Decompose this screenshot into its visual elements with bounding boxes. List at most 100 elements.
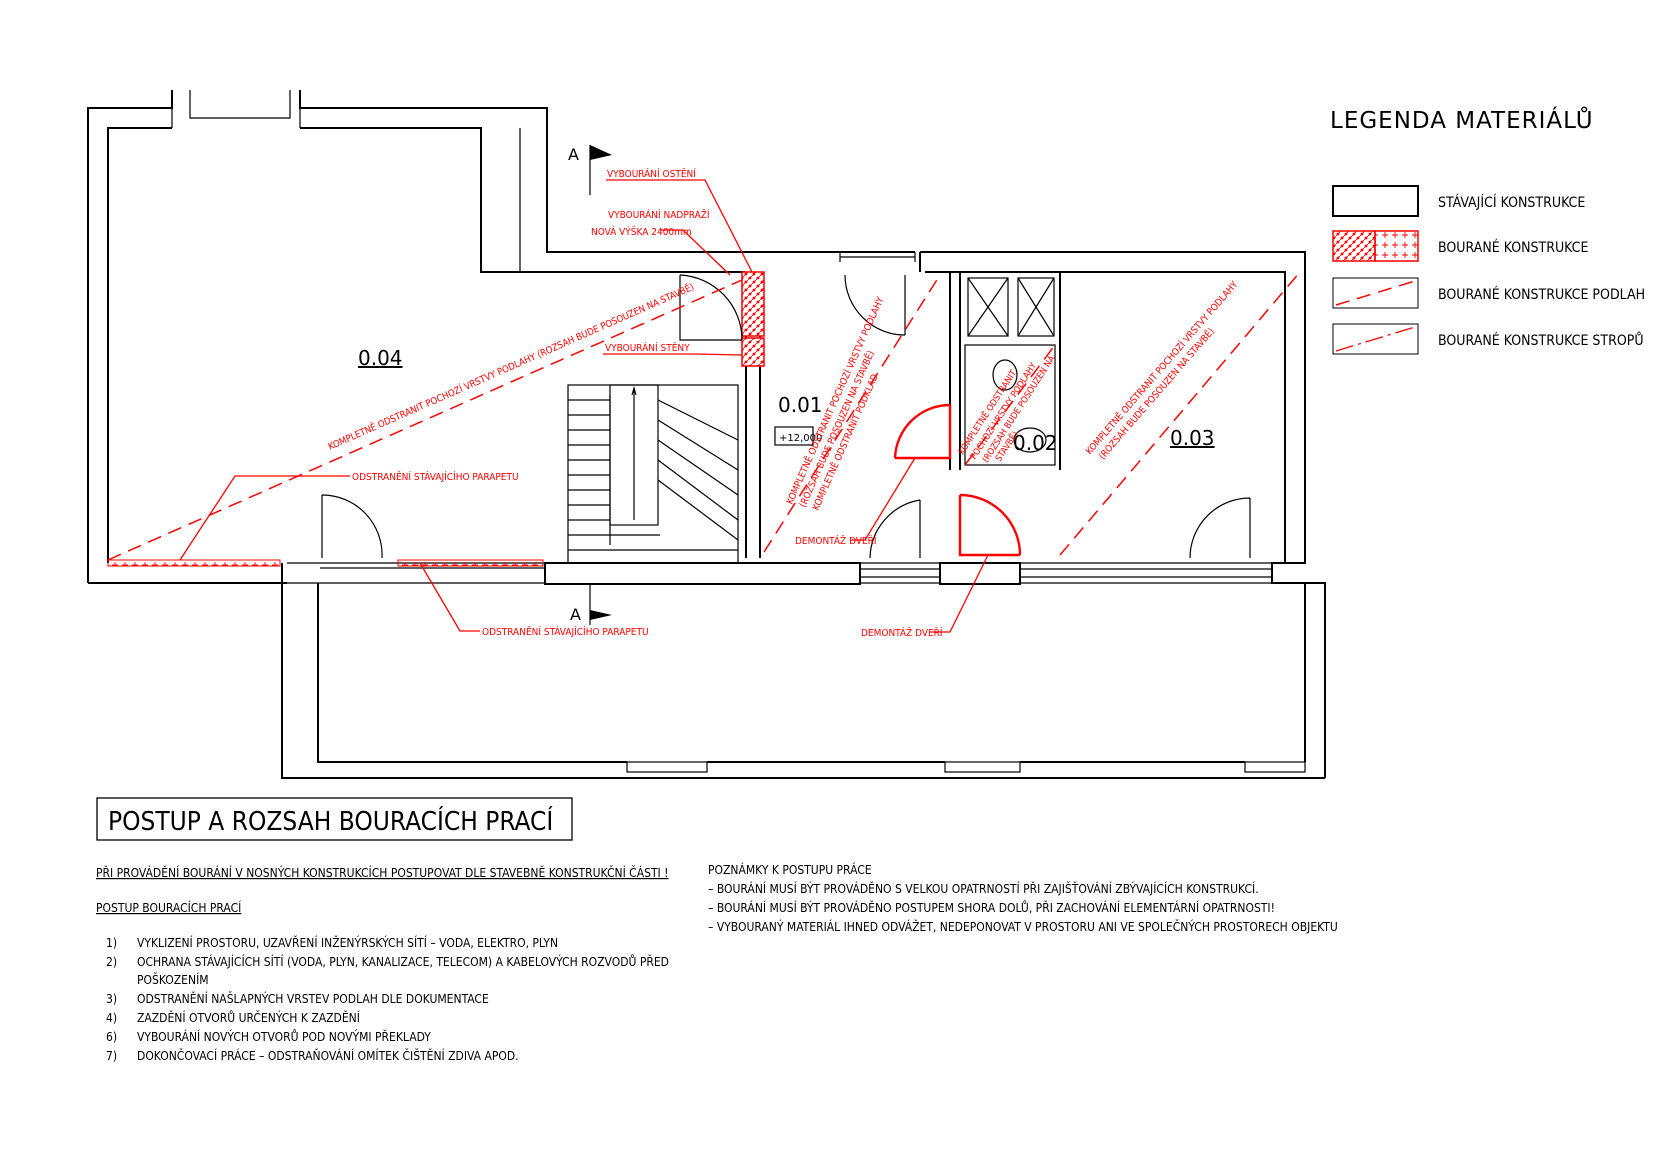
wall-002-left [949, 272, 961, 470]
legend-swatch-demolished-2 [1374, 230, 1419, 262]
note-parapet-bottom: ODSTRANĚNÍ STÁVAJÍCÍHO PARAPETU [482, 625, 649, 638]
legend-floor-line [1335, 280, 1416, 306]
legend-title: LEGENDA MATERIÁLŮ [1330, 105, 1594, 134]
stair-outline [567, 384, 739, 564]
room-003-inner-wall [925, 271, 1286, 563]
step-num: 2) [106, 955, 117, 969]
terrace-window-2 [944, 761, 1021, 773]
step-num: 4) [106, 1011, 117, 1025]
parapet-removed-left [107, 559, 281, 567]
step-text: VYKLIZENÍ PROSTORU, UZAVŘENÍ INŽENÝRSKÝC… [137, 935, 558, 950]
staircase [567, 384, 739, 564]
procedure-subtitle: POSTUP BOURACÍCH PRACÍ [96, 900, 241, 915]
door-swing-001-bottom [869, 499, 921, 559]
leader-osteni [606, 179, 753, 273]
room-label-004: 0.04 [358, 346, 403, 370]
door-swing-left [321, 494, 383, 559]
toilet [992, 359, 1018, 391]
leader-parapet-bottom [419, 562, 480, 632]
note-item: – BOURÁNÍ MUSÍ BÝT PROVÁDĚNO POSTUPEM SH… [708, 900, 1275, 915]
door-swing-004 [679, 274, 743, 341]
demolished-wall-lower [741, 337, 765, 367]
floor-demolition-lines [107, 271, 1301, 561]
cabinet-2-cross [1017, 277, 1055, 337]
section-label-bottom: A [570, 605, 581, 624]
level-label: +12,000 [779, 433, 822, 444]
leader-parapet-top [179, 475, 350, 561]
window-glazing [320, 567, 1272, 578]
note-floor-001-2: (ROZSAH BUDE POSOUZEN NA STAVBĚ) [797, 349, 877, 509]
door-removed-bottom [958, 493, 1022, 557]
sink [1013, 427, 1047, 453]
legend-label-demolished: BOURANÉ KONSTRUKCE [1438, 239, 1588, 256]
floor-line-001 [763, 274, 941, 553]
note-floor-003-1: KOMPLETNĚ ODSTRANIT POCHOZÍ VRSTVY PODLA… [1083, 278, 1241, 457]
leader-nadprazi [660, 229, 731, 276]
step-num: 1) [106, 936, 117, 950]
procedure-title-box [96, 797, 573, 841]
procedure-block: POSTUP A ROZSAH BOURACÍCH PRACÍ PŘI PROV… [96, 797, 1338, 1063]
wall-segment-bottom [544, 562, 861, 585]
legend-label-existing: STÁVAJÍCÍ KONSTRUKCE [1438, 194, 1585, 211]
procedure-steps: 1) VYKLIZENÍ PROSTORU, UZAVŘENÍ INŽENÝRS… [106, 935, 669, 1063]
note-steny: VYBOURÁNÍ STĚNY [605, 341, 690, 354]
note-item: – BOURÁNÍ MUSÍ BÝT PROVÁDĚNO S VELKOU OP… [708, 881, 1259, 896]
notes-title: POZNÁMKY K POSTUPU PRÁCE [708, 862, 872, 877]
door-removed-002 [893, 403, 952, 460]
terrace-window-3 [1244, 761, 1306, 773]
plan-walls [87, 90, 1326, 779]
section-mark-top: A [568, 145, 612, 195]
note-osteni: VYBOURÁNÍ OSTĚNÍ [607, 167, 696, 180]
procedure-title: POSTUP A ROZSAH BOURACÍCH PRACÍ [108, 805, 553, 837]
procedure-warning: PŘI PROVÁDĚNÍ BOURÁNÍ V NOSNÝCH KONSTRUK… [96, 865, 669, 880]
cabinet-2 [1017, 277, 1055, 337]
room-label-001: 0.01 [778, 393, 823, 417]
step-num: 3) [106, 992, 117, 1006]
door-swing-top [844, 274, 906, 336]
stair-treads [568, 395, 739, 551]
room-labels: 0.04 0.01 +12,000 0.02 0.03 [358, 346, 1215, 455]
step-text: ZAZDĚNÍ OTVORŮ URČENÝCH K ZAZDĚNÍ [137, 1010, 360, 1025]
cabinet-1 [967, 277, 1009, 337]
legend-label-floor: BOURANÉ KONSTRUKCE PODLAH [1438, 286, 1645, 303]
leader-dveri-2 [930, 554, 989, 633]
legend: LEGENDA MATERIÁLŮ STÁVAJÍCÍ KONSTRUKCE B… [1330, 105, 1645, 355]
room-003-outer-wall [919, 251, 1326, 778]
legend-swatch-existing [1332, 185, 1419, 217]
step-text: ODSTRANĚNÍ NAŠLAPNÝCH VRSTEV PODLAH DLE … [137, 991, 489, 1006]
leader-steny [603, 353, 743, 356]
room-label-003: 0.03 [1170, 426, 1215, 450]
leader-dveri-1 [850, 457, 916, 541]
step-text: DOKONČOVACÍ PRÁCE – ODSTRAŇOVÁNÍ OMÍTEK … [137, 1048, 519, 1063]
legend-ceiling-line [1335, 326, 1416, 352]
door-swing-003 [1189, 497, 1251, 559]
demolished-wall-upper [741, 271, 765, 337]
legend-label-ceiling: BOURANÉ KONSTRUKCE STROPŮ [1438, 331, 1644, 349]
terrace-walls [281, 563, 1325, 779]
step-text: VYBOURÁNÍ NOVÝCH OTVORŮ POD NOVÝMI PŘEKL… [137, 1029, 431, 1044]
chimney-block [480, 128, 521, 272]
floor-line-004 [107, 279, 743, 561]
note-parapet-top: ODSTRANĚNÍ STÁVAJÍCÍHO PARAPETU [352, 470, 519, 483]
room-label-002: 0.02 [1013, 431, 1058, 455]
floor-line-003 [1059, 271, 1301, 556]
note-dveri-1: DEMONTÁŽ DVEŘÍ [795, 534, 877, 547]
bathroom-box [964, 344, 1056, 466]
step-text-continued: POŠKOZENÍM [137, 972, 209, 987]
section-label-top: A [568, 145, 579, 164]
legend-swatch-floor [1332, 277, 1419, 309]
level-box [774, 426, 814, 446]
wall-segment-bottom-2 [939, 562, 1021, 585]
step-text: OCHRANA STÁVAJÍCÍCH SÍTÍ (VODA, PLYN, KA… [137, 954, 669, 969]
note-nadprazi-2: NOVÁ VÝŠKA 2400mm [591, 225, 692, 238]
balcony-opening [171, 90, 301, 128]
note-nadprazi-1: VYBOURÁNÍ NADPRAŽÍ [608, 208, 710, 221]
step-num: 7) [106, 1049, 117, 1063]
door-opening-top [839, 252, 916, 262]
bathroom-fixtures [964, 277, 1056, 466]
note-dveri-2: DEMONTÁŽ DVEŘÍ [861, 626, 943, 639]
procedure-notes: POZNÁMKY K POSTUPU PRÁCE – BOURÁNÍ MUSÍ … [708, 862, 1338, 934]
section-mark-bottom: A [570, 585, 612, 625]
parapet-removed-right [397, 559, 544, 567]
